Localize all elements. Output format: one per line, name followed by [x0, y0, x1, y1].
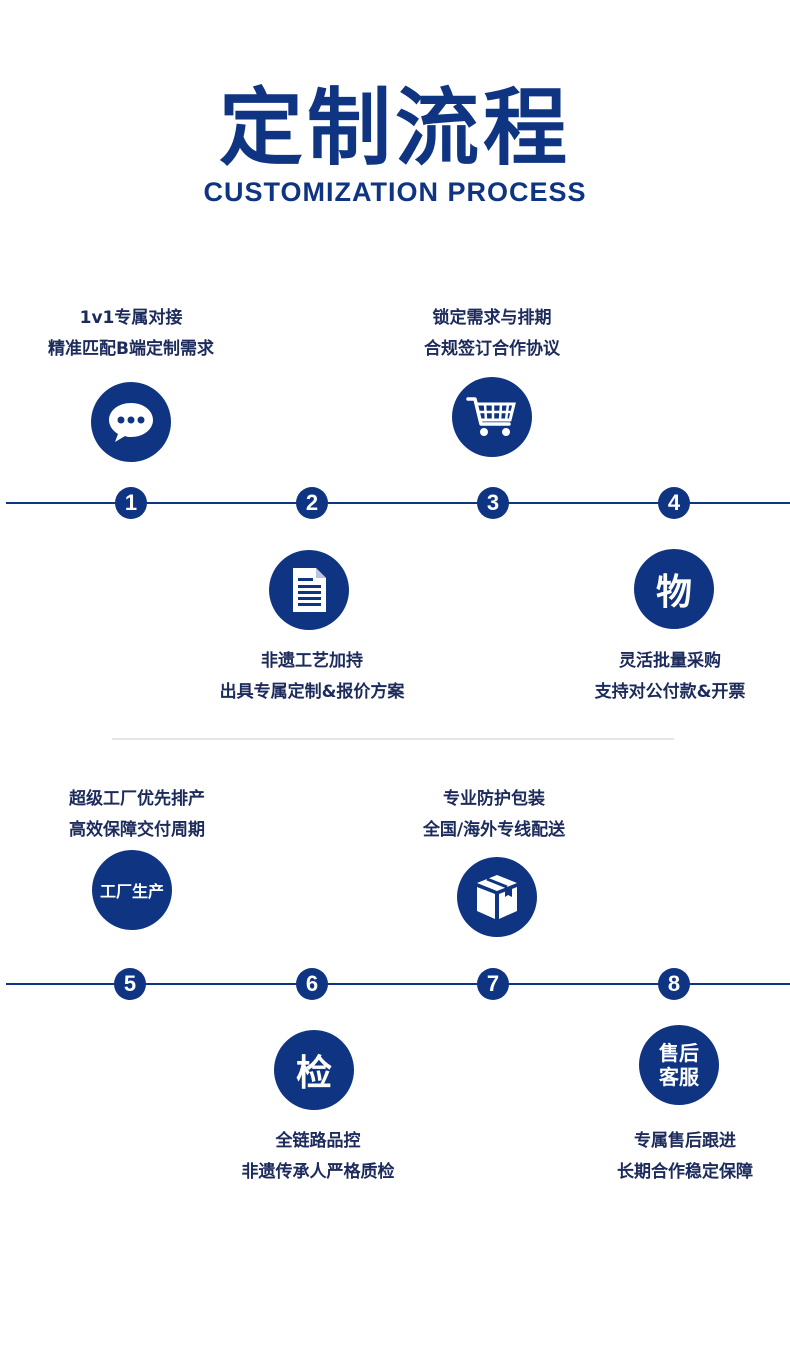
document-icon [269, 550, 349, 630]
step-8-text: 专属售后跟进 长期合作稳定保障 [555, 1126, 790, 1188]
after-sales-service-icon: 售后 客服 [639, 1025, 719, 1105]
package-box-icon [457, 857, 537, 937]
step-1-line2: 精准匹配B端定制需求 [48, 339, 214, 359]
step-3-number: 3 [477, 487, 509, 519]
step-4-text: 灵活批量采购 支持对公付款&开票 [540, 646, 790, 708]
step-3-text: 锁定需求与排期 合规签订合作协议 [362, 303, 622, 365]
step-3-line1: 锁定需求与排期 [432, 308, 552, 328]
page-subtitle: CUSTOMIZATION PROCESS [203, 177, 587, 207]
step-5-line1: 超级工厂优先排产 [69, 789, 205, 809]
after-sales-label-1: 售后 [659, 1041, 699, 1065]
step-8-line1: 专属售后跟进 [634, 1131, 736, 1151]
timeline-line-1 [6, 502, 790, 504]
step-4-line2: 支持对公付款&开票 [594, 682, 746, 702]
step-1-line1: 1v1专属对接 [79, 308, 183, 328]
step-3-line2: 合规签订合作协议 [424, 339, 560, 359]
step-8-number: 8 [658, 968, 690, 1000]
goods-icon: 物 [634, 549, 714, 629]
shopping-cart-icon [452, 377, 532, 457]
step-5-line2: 高效保障交付周期 [69, 820, 205, 840]
step-1-number: 1 [115, 487, 147, 519]
step-5-text: 超级工厂优先排产 高效保障交付周期 [7, 784, 267, 846]
step-7-number: 7 [477, 968, 509, 1000]
timeline-line-2 [6, 983, 790, 985]
factory-production-icon: 工厂生产 [92, 850, 172, 930]
quality-inspection-icon: 检 [274, 1030, 354, 1110]
step-7-line1: 专业防护包装 [443, 789, 545, 809]
step-2-number: 2 [296, 487, 328, 519]
chat-bubble-icon [91, 382, 171, 462]
step-2-line2: 出具专属定制&报价方案 [219, 682, 405, 702]
step-6-number: 6 [296, 968, 328, 1000]
step-5-number: 5 [114, 968, 146, 1000]
step-6-line1: 全链路品控 [275, 1131, 361, 1151]
step-8-line2: 长期合作稳定保障 [617, 1162, 753, 1182]
step-4-number: 4 [658, 487, 690, 519]
step-7-text: 专业防护包装 全国/海外专线配送 [364, 784, 624, 846]
step-4-line1: 灵活批量采购 [619, 651, 721, 671]
step-6-text: 全链路品控 非遗传承人严格质检 [188, 1126, 448, 1188]
after-sales-label-2: 客服 [659, 1065, 699, 1089]
page-title: 定制流程 [218, 79, 571, 177]
step-7-line2: 全国/海外专线配送 [422, 820, 566, 840]
step-1-text: 1v1专属对接 精准匹配B端定制需求 [1, 303, 261, 365]
step-2-text: 非遗工艺加持 出具专属定制&报价方案 [182, 646, 442, 708]
section-divider [112, 738, 674, 740]
step-6-line2: 非遗传承人严格质检 [241, 1162, 395, 1182]
step-2-line1: 非遗工艺加持 [261, 651, 363, 671]
